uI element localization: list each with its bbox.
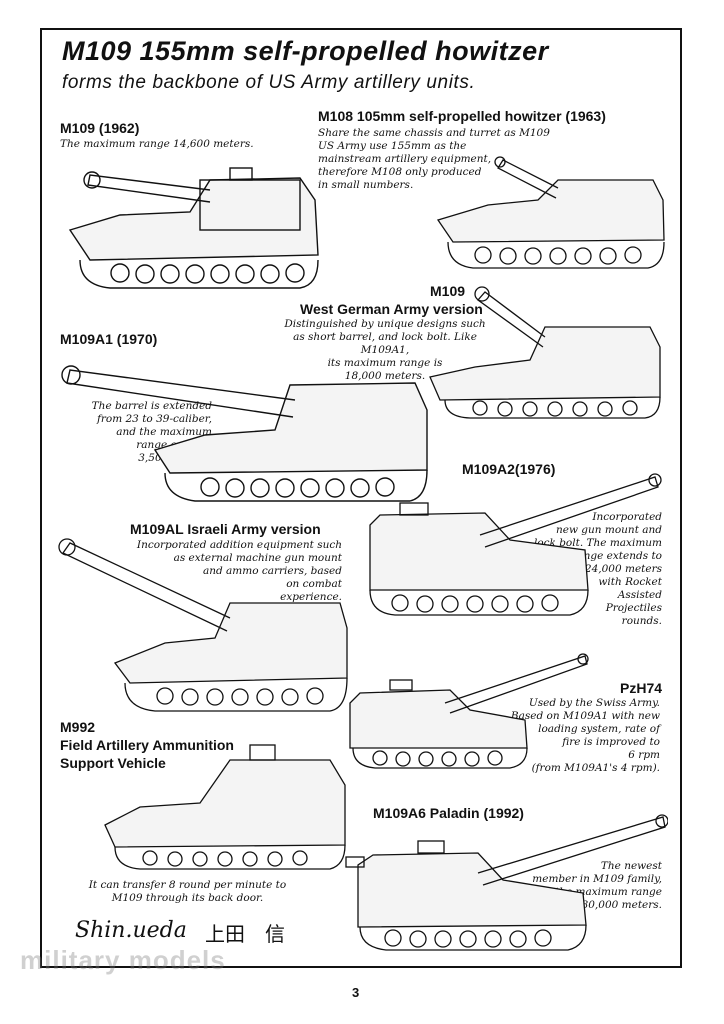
- m108-caption: Share the same chassis and turret as M10…: [318, 127, 550, 191]
- m109wg-caption: Distinguished by unique designs such as …: [284, 318, 486, 382]
- m109a2-caption: Incorporated new gun mount and lock bolt…: [533, 511, 662, 627]
- m992-caption: It can transfer 8 round per minute to M1…: [88, 879, 287, 904]
- m109wg-illustration: [429, 286, 661, 419]
- m109wg-heading-version: West German Army version: [300, 301, 483, 317]
- m109-caption: The maximum range 14,600 meters.: [60, 138, 254, 150]
- watermark: military models: [20, 945, 226, 975]
- m992-heading-line3: Support Vehicle: [60, 755, 166, 771]
- artist-signature: Shin.ueda: [75, 918, 187, 943]
- m109a6-caption: The newest member in M109 family, the ma…: [532, 860, 662, 911]
- m109a2-heading: M109A2(1976): [462, 461, 556, 477]
- m992-illustration: [104, 744, 346, 870]
- page-title: M109 155mm self-propelled howitzer: [62, 36, 549, 66]
- m109-illustration: [68, 167, 319, 289]
- m108-heading: M108 105mm self-propelled howitzer (1963…: [318, 108, 606, 124]
- page-subtitle: forms the backbone of US Army artillery …: [62, 72, 476, 93]
- m109a1-heading: M109A1 (1970): [60, 331, 158, 347]
- m109al-caption: Incorporated addition equipment such as …: [136, 539, 342, 603]
- m109al-illustration: [58, 538, 348, 712]
- page-number: 3: [352, 985, 360, 1000]
- page-frame: [40, 28, 682, 968]
- m109-wheels: [110, 263, 305, 284]
- m992-heading-model: M992: [60, 719, 96, 735]
- pzh74-illustration: [349, 653, 589, 769]
- m109a6-heading: M109A6 Paladin (1992): [373, 805, 524, 821]
- pzh74-caption: Used by the Swiss Army. Based on M109A1 …: [510, 697, 660, 774]
- m109a6-illustration: [345, 814, 668, 951]
- m109-heading: M109 (1962): [60, 120, 140, 136]
- m109al-heading: M109AL Israeli Army version: [130, 521, 321, 537]
- m108-illustration: [436, 156, 665, 269]
- pzh74-heading: PzH74: [620, 680, 663, 696]
- m992-heading-line2: Field Artillery Ammunition: [60, 737, 234, 753]
- artist-name-kanji: 上田 信: [205, 922, 285, 946]
- m109a1-illustration: [61, 365, 428, 502]
- m109a2-illustration: [369, 473, 662, 616]
- m109wg-heading-model: M109: [430, 283, 466, 299]
